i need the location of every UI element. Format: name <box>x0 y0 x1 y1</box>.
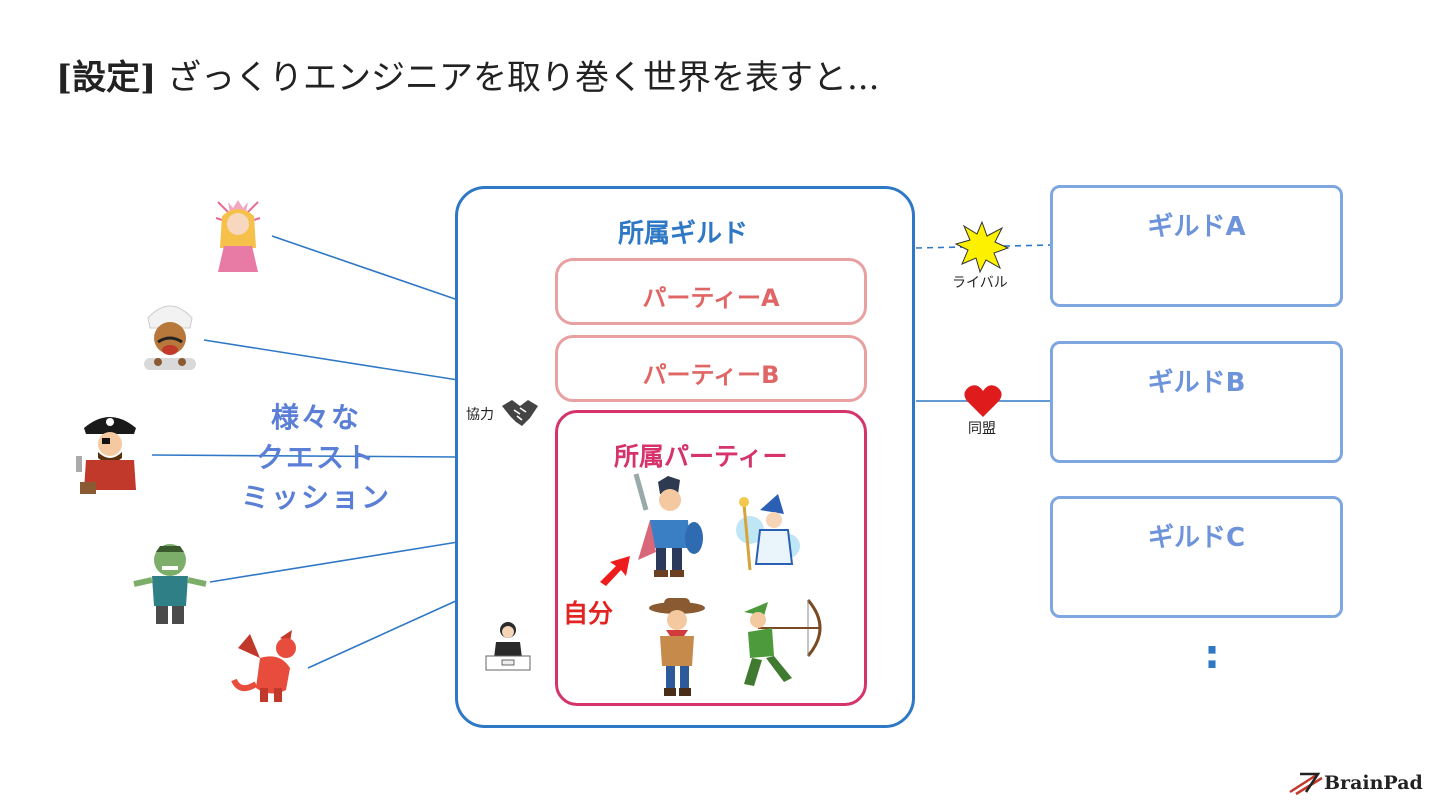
wizard-icon <box>736 494 800 571</box>
party-a-box: パーティーA <box>555 258 867 325</box>
quest-line-dragon <box>307 599 459 669</box>
guild-a-box: ギルドA <box>1050 185 1343 307</box>
pirate-icon <box>76 417 136 494</box>
receptionist-icon <box>485 622 531 671</box>
party-a-label: パーティーA <box>642 284 780 312</box>
cowboy-icon <box>649 598 705 696</box>
quest-line-zombie <box>209 541 459 583</box>
guild-b-box: ギルドB <box>1050 341 1343 463</box>
hero-icon <box>633 473 703 577</box>
guild-b-label: ギルドB <box>1147 368 1246 398</box>
self-arrow-icon <box>600 556 630 586</box>
zombie-icon <box>133 544 207 624</box>
cooperation-label: 協力 <box>466 407 494 423</box>
alliance-label: 同盟 <box>968 421 996 437</box>
party-b-label: パーティーB <box>642 361 780 389</box>
logo-mark-icon <box>1289 772 1323 796</box>
princess-icon <box>215 200 261 272</box>
more-guilds-ellipsis: : <box>1204 632 1220 678</box>
quests-line-1: 様々な <box>270 401 361 434</box>
my-party-label: 所属パーティー <box>614 442 788 471</box>
heart-icon <box>964 385 1002 417</box>
handshake-icon <box>502 400 538 426</box>
dragon-icon <box>231 630 296 702</box>
merchant-icon <box>144 305 196 370</box>
brainpad-logo: BrainPad <box>1288 772 1428 798</box>
quests-line-2: クエスト <box>255 441 376 474</box>
quest-line-pirate <box>151 454 459 458</box>
self-label: 自分 <box>563 599 614 628</box>
quest-line-merchant <box>203 339 459 381</box>
rival-burst-icon <box>954 220 1010 274</box>
archer-icon <box>744 599 822 686</box>
logo-text: BrainPad <box>1324 772 1423 794</box>
quests-line-3: ミッション <box>240 481 391 514</box>
quest-line-princess <box>271 235 459 301</box>
main-guild-label: 所属ギルド <box>618 219 749 249</box>
guild-c-label: ギルドC <box>1147 523 1246 553</box>
guild-c-box: ギルドC <box>1050 496 1343 618</box>
rival-label: ライバル <box>952 275 1008 291</box>
guild-a-label: ギルドA <box>1147 212 1246 242</box>
quests-label: 様々な クエスト ミッション <box>230 398 402 518</box>
party-b-box: パーティーB <box>555 335 867 402</box>
page-title: [設定] ざっくりエンジニアを取り巻く世界を表すと... <box>56 58 880 98</box>
my-party-box: 所属パーティー <box>555 410 867 706</box>
